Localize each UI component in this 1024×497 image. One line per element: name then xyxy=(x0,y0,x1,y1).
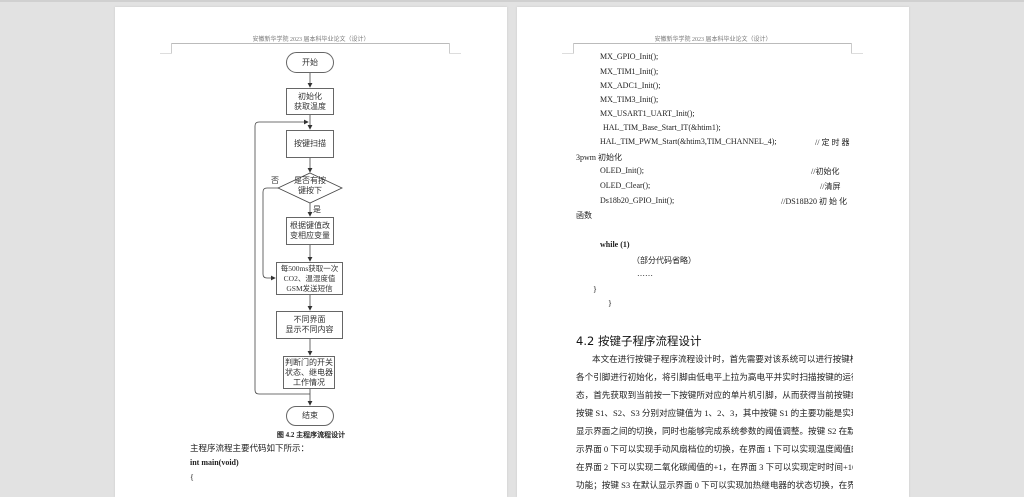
paragraph-line: 各个引脚进行初始化，将引脚由低电平上拉为高电平并实时扫描按键的运行状 xyxy=(576,372,853,382)
flow-yes-label: 是 xyxy=(313,205,321,214)
code-line: OLED_Clear(); xyxy=(600,181,651,190)
margin-mark xyxy=(851,53,863,54)
code-comment: //初始化 xyxy=(811,167,840,176)
no-branch-line xyxy=(262,187,278,281)
figure-caption: 图 4.2 主程序流程设计 xyxy=(276,431,346,439)
flow-init: 初始化 获取温度 xyxy=(286,88,334,115)
code-line: HAL_TIM_PWM_Start(&htim3,TIM_CHANNEL_4); xyxy=(600,137,777,146)
code-line: HAL_TIM_Base_Start_IT(&htim1); xyxy=(603,123,721,132)
viewer-top-edge xyxy=(0,0,1024,2)
flow-end: 结束 xyxy=(286,406,334,426)
paragraph-line: 在界面 2 下可以实现二氧化碳阈值的+1，在界面 3 下可以实现定时时间+10 … xyxy=(576,462,853,472)
flow-change-variable: 根据键值改 变相应变量 xyxy=(286,217,334,245)
paragraph-line: 示界面 0 下可以实现手动风扇档位的切换，在界面 1 下可以实现温度阈值的加 1… xyxy=(576,444,853,454)
flow-acquire-data: 每500ms获取一次 CO2、温湿度值 GSM发送短信 xyxy=(276,262,343,295)
code-line: { xyxy=(190,473,194,482)
code-line: MX_GPIO_Init(); xyxy=(600,52,659,61)
header-rule xyxy=(172,43,449,44)
code-line: MX_TIM3_Init(); xyxy=(600,95,659,104)
margin-mark xyxy=(573,43,574,53)
code-brace: } xyxy=(608,299,612,308)
page-header: 安徽新华学院 2023 届本科毕业论文（设计） xyxy=(252,37,370,43)
margin-mark xyxy=(171,43,172,53)
paragraph-line: 功能；按键 S3 在默认显示界面 0 下可以实现加热继电器的状态切换，在界面 1 xyxy=(576,480,853,490)
flowchart-connectors xyxy=(254,73,343,406)
flow-no-label: 否 xyxy=(271,176,279,185)
code-while: while (1) xyxy=(600,240,630,249)
code-line: 函数 xyxy=(576,211,592,220)
margin-mark xyxy=(851,43,852,53)
code-brace: } xyxy=(593,285,597,294)
page-header: 安徽新华学院 2023 届本科毕业论文（设计） xyxy=(654,37,772,43)
code-comment: //DS18B20 初 始 化 xyxy=(781,197,848,206)
header-rule xyxy=(574,43,851,44)
margin-mark xyxy=(449,53,461,54)
margin-mark xyxy=(562,53,574,54)
code-comment: //清屏 xyxy=(820,182,841,191)
paragraph-line: 本文在进行按键子程序流程设计时，首先需要对该系统可以进行按键检测的 xyxy=(592,354,853,364)
section-heading: 4.2 按键子程序流程设计 xyxy=(576,334,702,348)
code-line: int main(void) xyxy=(190,458,239,467)
code-line: 3pwm 初始化 xyxy=(576,153,622,162)
code-line: MX_USART1_UART_Init(); xyxy=(600,109,695,118)
paragraph-line: 显示界面之间的切换，同时也能够完成系统参数的阈值调整。按键 S2 在默认显 xyxy=(576,426,853,436)
code-line: MX_ADC1_Init(); xyxy=(600,81,661,90)
margin-mark xyxy=(449,43,450,53)
loop-back-line xyxy=(254,119,310,395)
flow-decision-text: 是否有按 键按下 xyxy=(294,176,326,195)
flow-start: 开始 xyxy=(286,52,334,73)
code-comment: // 定 时 器 xyxy=(815,138,850,147)
code-line: Ds18b20_GPIO_Init(); xyxy=(600,196,675,205)
flow-key-scan: 按键扫描 xyxy=(286,130,334,158)
code-ellipsis: …… xyxy=(637,269,653,278)
code-omitted-note: （部分代码省略） xyxy=(632,256,696,265)
paragraph-line: 态，首先获取到当前按一下按键所对应的单片机引脚，从而获得当前按键的键值， xyxy=(576,390,853,400)
margin-mark xyxy=(160,53,172,54)
flow-display: 不同界面 显示不同内容 xyxy=(276,311,343,339)
code-line: OLED_Init(); xyxy=(600,166,644,175)
document-page-left: 安徽新华学院 2023 届本科毕业论文（设计） 开始 初始化 获取温度 按键扫描… xyxy=(115,7,507,497)
flow-judge-door: 判断门的开关 状态、继电器 工作情况 xyxy=(283,356,335,389)
code-line: MX_TIM1_Init(); xyxy=(600,67,659,76)
document-page-right: 安徽新华学院 2023 届本科毕业论文（设计） MX_GPIO_Init(); M… xyxy=(517,7,909,497)
paragraph-line: 按键 S1、S2、S3 分别对应键值为 1、2、3，其中按键 S1 的主要功能是… xyxy=(576,408,853,418)
body-text: 主程序流程主要代码如下所示： xyxy=(190,443,310,453)
